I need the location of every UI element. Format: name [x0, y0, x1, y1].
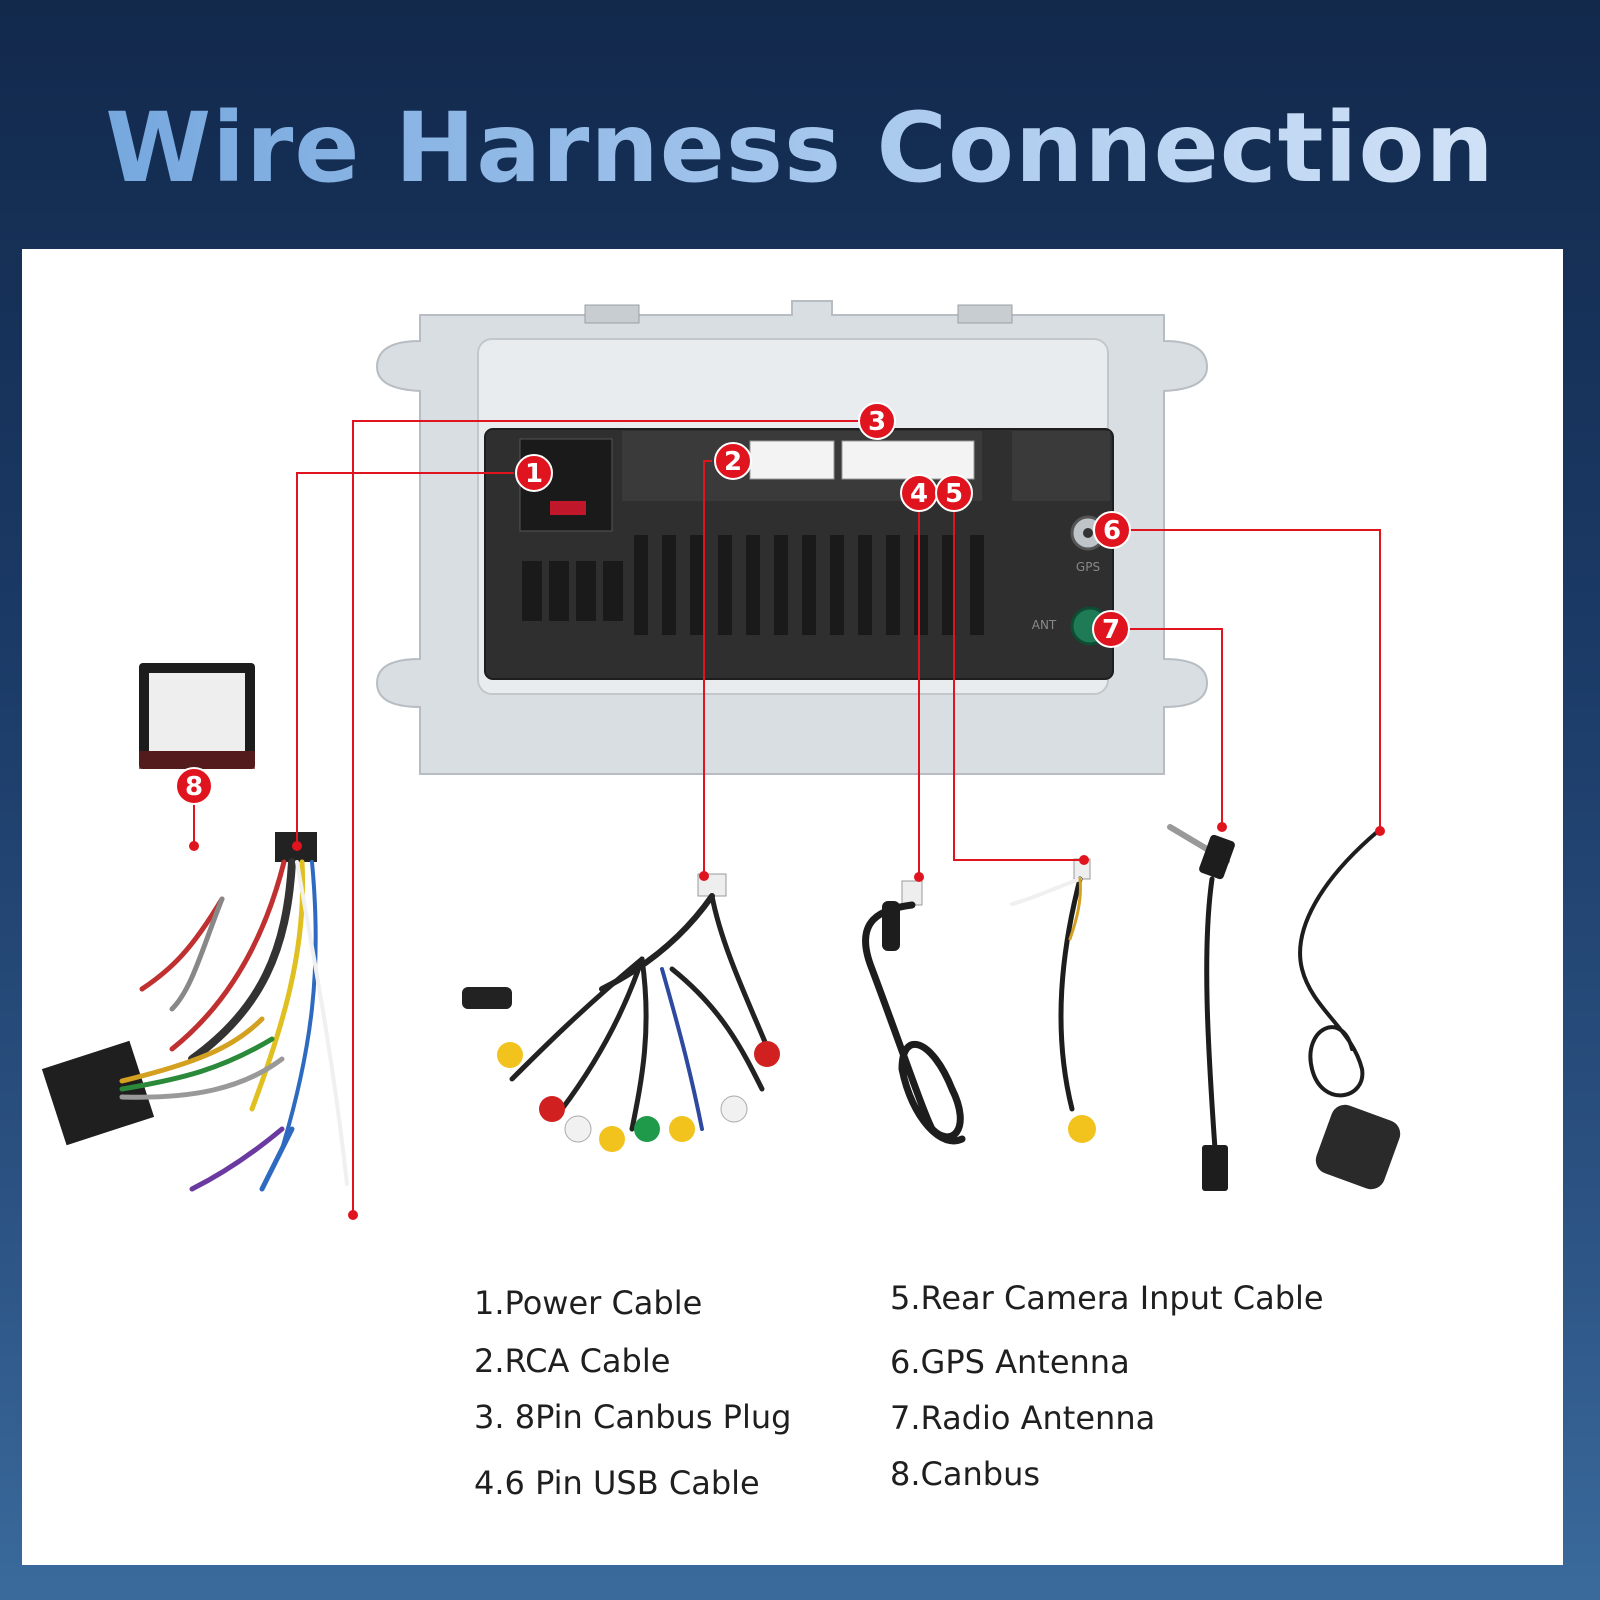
svg-text:8: 8 — [185, 772, 203, 802]
svg-text:3: 3 — [868, 407, 886, 437]
marker-4: 4 — [900, 474, 938, 512]
usb-cable — [862, 880, 966, 1145]
marker-3: 3 — [858, 402, 896, 440]
legend-item: 3. 8Pin Canbus Plug — [474, 1398, 792, 1436]
marker-1: 1 — [515, 454, 553, 492]
gps-antenna — [1298, 830, 1401, 1190]
legend-item: 4.6 Pin USB Cable — [474, 1464, 760, 1502]
svg-text:7: 7 — [1102, 615, 1120, 645]
gps-port-label: GPS — [1076, 560, 1100, 574]
legend-item: 6.GPS Antenna — [890, 1343, 1130, 1381]
svg-text:6: 6 — [1103, 516, 1121, 546]
legend-item: 8.Canbus — [890, 1455, 1041, 1493]
page-title: Wire Harness Connection — [0, 92, 1600, 204]
marker-2: 2 — [714, 442, 752, 480]
marker-8: 8 — [175, 767, 213, 805]
harness-diagram: GPS ANT — [41, 300, 1401, 1220]
radio-antenna — [1167, 824, 1235, 1191]
canbus-box — [139, 663, 255, 769]
svg-text:4: 4 — [910, 479, 928, 509]
leader-endpoints — [189, 822, 1385, 1220]
marker-6: 6 — [1093, 511, 1131, 549]
marker-5: 5 — [935, 474, 973, 512]
legend-item: 1.Power Cable — [474, 1284, 703, 1322]
ant-port-label: ANT — [1032, 618, 1057, 632]
svg-text:2: 2 — [724, 447, 742, 477]
head-unit: GPS ANT — [375, 300, 1209, 775]
legend-item: 2.RCA Cable — [474, 1342, 671, 1380]
svg-text:1: 1 — [525, 459, 543, 489]
svg-text:5: 5 — [945, 479, 963, 509]
rca-cable — [462, 873, 780, 1152]
rear-camera-cable — [1010, 858, 1096, 1143]
leader-lines — [193, 420, 1381, 1214]
marker-7: 7 — [1092, 610, 1130, 648]
power-cable — [41, 832, 349, 1192]
legend-item: 7.Radio Antenna — [890, 1399, 1156, 1437]
legend-item: 5.Rear Camera Input Cable — [890, 1279, 1324, 1317]
diagram-panel: GPS ANT — [22, 249, 1563, 1565]
